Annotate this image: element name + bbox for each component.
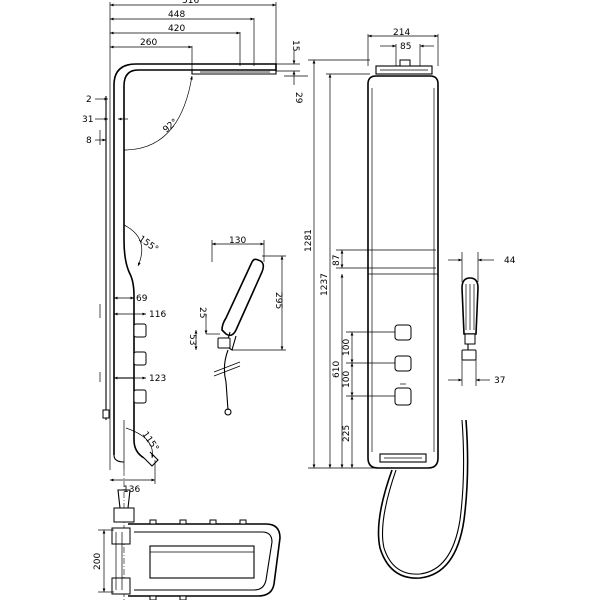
dim-116: 116 <box>149 310 166 320</box>
dim-136: 136 <box>123 485 140 495</box>
dim-260: 260 <box>140 38 157 48</box>
front-view: 214 85 1281 1237 <box>304 28 469 579</box>
dim-1281: 1281 <box>304 229 314 252</box>
dim-29: 29 <box>293 92 303 104</box>
dim-2: 2 <box>86 95 92 105</box>
dim-200: 200 <box>93 553 103 570</box>
dim-100-a: 100 <box>342 339 352 356</box>
dim-37: 37 <box>494 376 505 386</box>
dim-31: 31 <box>82 115 93 125</box>
dim-69: 69 <box>136 294 148 304</box>
dim-516: 516 <box>182 0 199 6</box>
dim-610: 610 <box>332 361 342 378</box>
dim-420: 420 <box>168 24 185 34</box>
dim-448: 448 <box>168 10 185 20</box>
top-view: 200 <box>93 470 281 600</box>
dim-1237: 1237 <box>320 273 330 296</box>
dim-225: 225 <box>342 425 352 442</box>
dim-130: 130 <box>229 236 246 246</box>
angle-115: 115° <box>140 430 161 454</box>
dim-100-b: 100 <box>342 371 352 388</box>
dim-25: 25 <box>197 307 207 318</box>
angle-155: 155° <box>136 234 160 255</box>
dim-8: 8 <box>86 136 92 146</box>
side-view: 516 448 420 260 15 29 2 31 8 92° 155° <box>82 0 308 495</box>
dim-87: 87 <box>332 255 342 266</box>
dim-85: 85 <box>400 42 411 52</box>
dim-44: 44 <box>504 256 516 266</box>
dim-15: 15 <box>290 40 300 51</box>
hand-shower-detail: 130 295 25 53 <box>187 236 286 416</box>
dim-53: 53 <box>187 334 197 345</box>
dim-214: 214 <box>393 28 410 38</box>
dim-295: 295 <box>273 292 283 309</box>
handshower-front-detail: 44 37 <box>448 252 516 386</box>
dim-123: 123 <box>149 374 166 384</box>
